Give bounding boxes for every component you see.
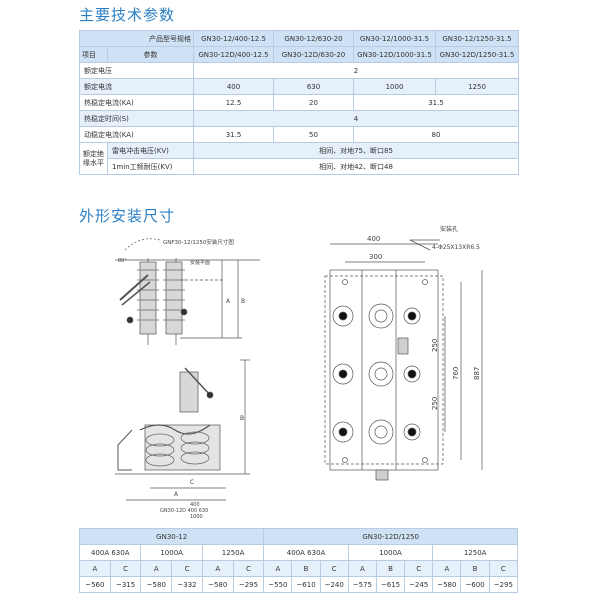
corner-header-top: 产品型号规格 xyxy=(79,30,194,47)
row-value: 1000 xyxy=(353,78,436,95)
bottom-dim-3: 1000 xyxy=(190,514,203,520)
dim-a-upper: A xyxy=(226,298,231,305)
bottom-dim-1: 400 xyxy=(190,502,200,508)
spec-header-row-2: 项目 参数 GN30-12D/400-12.5 GN30-12D/630-20 … xyxy=(79,46,519,63)
model-cell: GN30-12/400-12.5 xyxy=(193,30,274,47)
model-cell: GN30-12D/630-20 xyxy=(273,46,354,63)
value-cell: ~580 xyxy=(201,576,234,593)
value-cell: ~575 xyxy=(347,576,377,593)
dimensions-table: GN30-12 GN30-12D/1250 400A 630A 1000A 12… xyxy=(78,528,519,593)
model-cell: GN30-12D/1250-31.5 xyxy=(435,46,519,63)
side-dim-250-a: 250 xyxy=(431,339,439,352)
value-cell: ~240 xyxy=(319,576,349,593)
model-cell: GN30-12D/1000-31.5 xyxy=(353,46,436,63)
dims-group-row: GN30-12 GN30-12D/1250 xyxy=(78,528,518,545)
row-value: 630 xyxy=(273,78,354,95)
row-value: 相间、对地42、断口48 xyxy=(193,158,519,175)
value-cell: ~600 xyxy=(460,576,490,593)
letter-cell: C xyxy=(319,560,349,577)
value-cell: ~580 xyxy=(140,576,173,593)
letter-cell: A xyxy=(263,560,293,577)
letter-cell: C xyxy=(404,560,434,577)
current-cell: 400A 630A xyxy=(78,544,142,561)
section-title-dimensions: 外形安装尺寸 xyxy=(79,207,176,225)
row-value: 4 xyxy=(193,110,519,127)
model-cell: GN30-12/1250-31.5 xyxy=(435,30,519,47)
model-cell: GN30-12/1000-31.5 xyxy=(353,30,436,47)
letter-cell: A xyxy=(140,560,173,577)
letter-cell: C xyxy=(109,560,142,577)
value-cell: ~295 xyxy=(488,576,519,593)
current-cell: 1000A xyxy=(140,544,203,561)
hole-spec-label: 4-Φ25X13XR6.5 xyxy=(432,244,480,251)
side-dim-250-b: 250 xyxy=(431,397,439,410)
section-title-specs: 主要技术参数 xyxy=(79,6,176,24)
row-label: 雷电冲击电压(KV) xyxy=(107,142,194,159)
dim-b-upper: B xyxy=(241,298,245,305)
value-cell: ~560 xyxy=(79,576,111,593)
current-cell: 1000A xyxy=(347,544,434,561)
top-dim-400: 400 xyxy=(367,235,380,243)
row-value: 1250 xyxy=(435,78,519,95)
bottom-dim-2: GN30-12D 400 630 xyxy=(160,508,208,514)
letter-cell: A xyxy=(79,560,111,577)
row-value: 400 xyxy=(193,78,274,95)
letter-cell: A xyxy=(432,560,462,577)
left-caption: GNF30-12/1250安装尺寸图 xyxy=(163,238,234,246)
dims-current-row: 400A 630A 1000A 1250A 400A 630A 1000A 12… xyxy=(78,544,518,561)
value-cell: ~580 xyxy=(432,576,462,593)
spec-row-rated-voltage: 额定电压 2 xyxy=(79,62,519,79)
spec-header-row-1: 产品型号规格 GN30-12/400-12.5 GN30-12/630-20 G… xyxy=(79,30,519,47)
side-dim-887: 887 xyxy=(473,367,481,380)
letter-cell: B xyxy=(460,560,490,577)
top-dim-300: 300 xyxy=(369,253,382,261)
letter-cell: A xyxy=(201,560,234,577)
letter-cell: B xyxy=(375,560,406,577)
current-cell: 1250A xyxy=(432,544,518,561)
spec-row-rated-current: 额定电流 400 630 1000 1250 xyxy=(79,78,519,95)
letter-cell: B xyxy=(291,560,321,577)
letter-cell: C xyxy=(232,560,265,577)
group-header: GN30-12 xyxy=(78,528,265,545)
letter-cell: A xyxy=(347,560,377,577)
value-cell: ~295 xyxy=(232,576,265,593)
side-view-upper xyxy=(115,238,260,345)
mount-hole-label: 安装孔 xyxy=(440,225,458,233)
value-cell: ~610 xyxy=(291,576,321,593)
letter-cell: C xyxy=(171,560,203,577)
side-view-lower xyxy=(115,359,250,501)
row-label: 额定电流 xyxy=(79,78,194,95)
current-cell: 400A 630A xyxy=(263,544,349,561)
letter-cell: C xyxy=(488,560,519,577)
corner-header-right: 参数 xyxy=(107,46,194,63)
spec-row-thermal-time: 热稳定时间(S) 4 xyxy=(79,110,519,127)
spec-table: 产品型号规格 GN30-12/400-12.5 GN30-12/630-20 G… xyxy=(79,30,519,175)
angle-label: 80° xyxy=(118,258,127,264)
left-note: 安装平面 xyxy=(190,259,210,266)
dims-letter-row: A C A C A C A B C A B C A B C xyxy=(79,560,519,577)
dim-c-lower: C xyxy=(190,479,194,486)
value-cell: ~550 xyxy=(263,576,293,593)
value-cell: ~332 xyxy=(171,576,203,593)
dims-value-row: ~560 ~315 ~580 ~332 ~580 ~295 ~550 ~610 … xyxy=(79,576,519,593)
value-cell: ~245 xyxy=(404,576,434,593)
front-view xyxy=(324,239,483,481)
spec-row-thermal-current: 热稳定电流(KA) 12.5 20 31.5 xyxy=(79,94,519,111)
value-cell: ~315 xyxy=(109,576,142,593)
dim-b-lower: B xyxy=(240,415,244,422)
current-cell: 1250A xyxy=(201,544,265,561)
spec-row-power-freq: 1min工频耐压(KV) 相间、对地42、断口48 xyxy=(80,158,519,175)
side-dim-760: 760 xyxy=(452,367,460,380)
group-header: GN30-12D/1250 xyxy=(263,528,518,545)
insulation-label: 额定绝缘水平 xyxy=(79,142,108,175)
dim-a-lower: A xyxy=(174,491,179,498)
value-cell: ~615 xyxy=(375,576,406,593)
